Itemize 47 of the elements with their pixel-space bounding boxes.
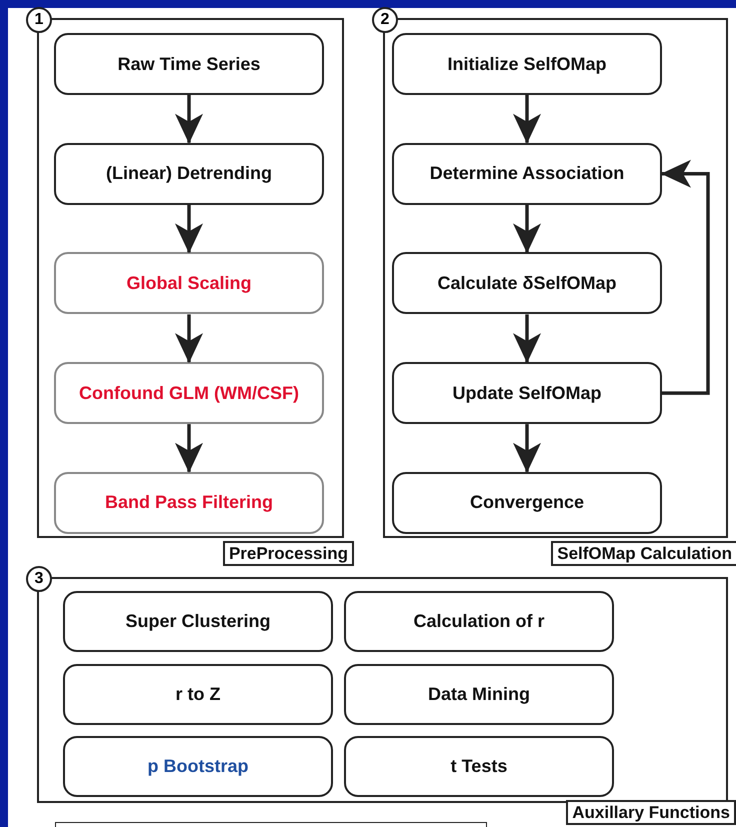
box-label: Initialize SelfOMap	[447, 54, 607, 74]
box-label: Calculate δSelfOMap	[438, 272, 616, 294]
process-box	[392, 252, 662, 314]
box-label: Global Scaling	[126, 272, 252, 294]
box-label: Data Mining	[428, 684, 530, 704]
process-box	[63, 736, 333, 797]
box-label: Determine Association	[430, 163, 624, 184]
step-number: 2	[372, 7, 398, 33]
process-box	[63, 664, 333, 724]
process-box	[344, 664, 614, 724]
section-title: PreProcessing	[222, 541, 354, 566]
box-label: Calculation of r	[413, 611, 544, 632]
flow-arrow	[513, 314, 541, 364]
section-title: Auxillary Functions	[566, 800, 736, 825]
box-label: (Linear) Detrending	[106, 163, 272, 184]
process-box	[54, 252, 324, 314]
box-label: Convergence	[470, 492, 584, 514]
process-box	[54, 472, 324, 534]
step-number: 3	[26, 566, 52, 592]
box-label: p Bootstrap	[148, 756, 248, 777]
box-label: r to Z	[176, 684, 220, 704]
box-label: t Tests	[450, 756, 508, 777]
process-box	[63, 591, 333, 652]
flow-arrow	[513, 424, 541, 473]
process-box	[54, 362, 324, 424]
section-title: SelfOMap Calculation	[551, 541, 736, 566]
flow-arrow	[175, 204, 203, 254]
box-label: Confound GLM (WM/CSF)	[79, 382, 299, 404]
process-box	[344, 591, 614, 652]
process-box	[392, 362, 662, 424]
process-box	[54, 33, 324, 95]
flow-arrow	[661, 160, 710, 395]
flow-arrow	[175, 424, 203, 473]
flow-arrow	[513, 95, 541, 144]
process-box	[392, 33, 662, 95]
step-number: 1	[26, 7, 52, 33]
process-box	[392, 472, 662, 534]
box-label: Update SelfOMap	[452, 382, 602, 404]
box-label: Band Pass Filtering	[104, 492, 274, 514]
process-box	[54, 142, 324, 205]
box-label: Raw Time Series	[118, 54, 260, 74]
flow-arrow	[175, 314, 203, 364]
process-box	[344, 736, 614, 797]
flow-arrow	[175, 95, 203, 144]
process-box	[392, 142, 662, 205]
box-label: Super Clustering	[125, 611, 271, 632]
flow-arrow	[513, 204, 541, 254]
